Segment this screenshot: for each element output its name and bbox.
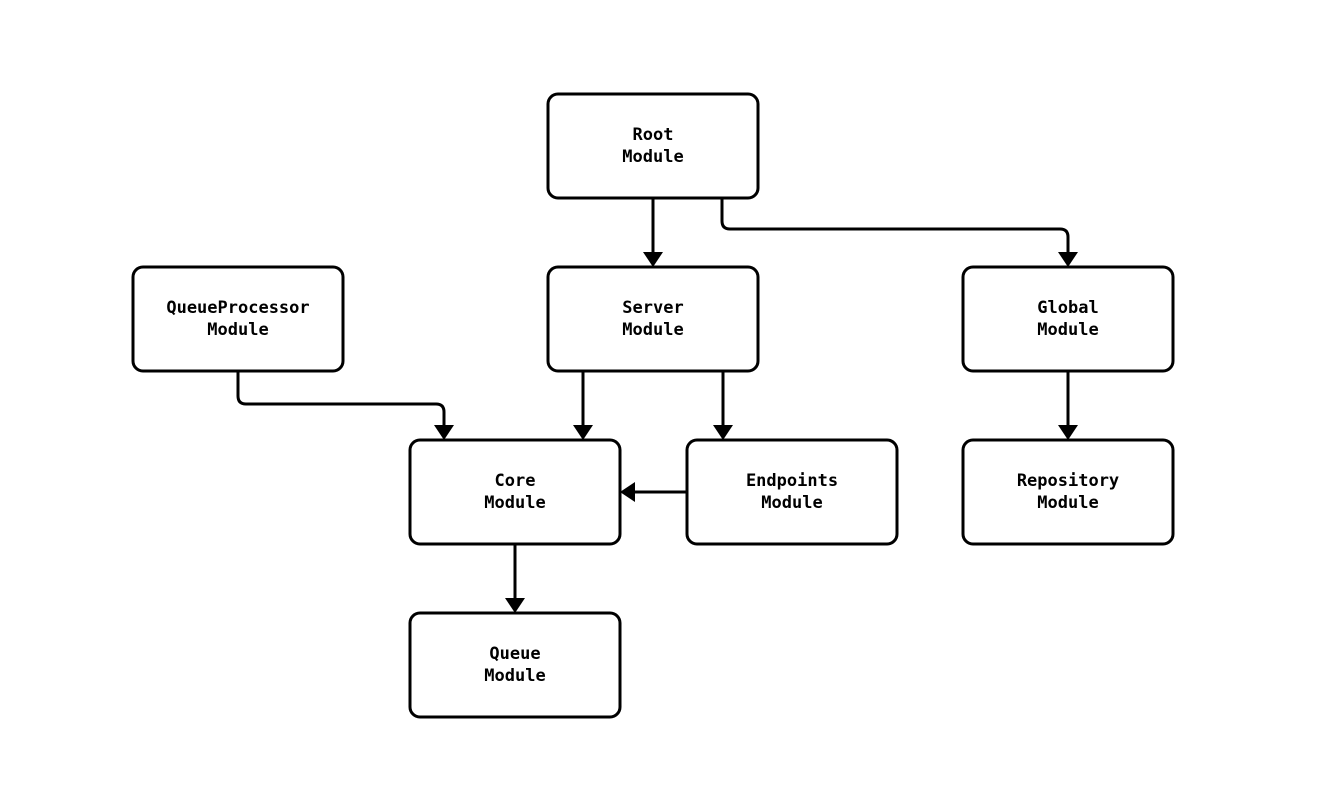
- repository-module-label-line2: Module: [1037, 493, 1098, 513]
- edge-core-to-queue-arrowhead-icon: [505, 598, 525, 613]
- queueprocessor-module-box[interactable]: [131, 265, 345, 373]
- repository-module-label-line1: Repository: [1017, 471, 1119, 491]
- edge-global-to-repository: [1058, 371, 1078, 440]
- edge-root-to-global: [720, 197, 1078, 267]
- core-module-label-line1: Core: [495, 471, 536, 491]
- edge-queueprocessor-to-core-line: [236, 371, 446, 425]
- queueprocessor-module-label-line1: QueueProcessor: [166, 298, 309, 318]
- edge-core-to-queue: [505, 543, 525, 613]
- global-module-label-line1: Global: [1037, 298, 1098, 318]
- queueprocessor-module-label-line2: Module: [207, 320, 268, 340]
- edge-queueprocessor-to-core-arrowhead-icon: [434, 425, 454, 440]
- queue-module-label-line1: Queue: [489, 644, 540, 664]
- root-module-box[interactable]: [546, 92, 760, 200]
- endpoints-module-box[interactable]: [685, 438, 899, 546]
- edge-root-to-global-line: [720, 197, 1070, 252]
- server-module-label-line2: Module: [622, 320, 683, 340]
- endpoints-module-label-line2: Module: [761, 493, 822, 513]
- queue-module-label-line2: Module: [484, 666, 545, 686]
- edge-root-to-global-arrowhead-icon: [1058, 252, 1078, 267]
- edge-queueprocessor-to-core: [236, 371, 454, 440]
- edges-layer: [236, 197, 1078, 613]
- edge-endpoints-to-core-arrowhead-icon: [620, 482, 635, 502]
- root-module-label-line1: Root: [633, 125, 674, 145]
- edge-endpoints-to-core: [620, 482, 687, 502]
- global-module-box[interactable]: [961, 265, 1175, 373]
- edge-server-to-core: [573, 371, 593, 440]
- core-module-box[interactable]: [408, 438, 622, 546]
- endpoints-module-label-line1: Endpoints: [746, 471, 838, 491]
- edge-global-to-repository-arrowhead-icon: [1058, 425, 1078, 440]
- core-module-label-line2: Module: [484, 493, 545, 513]
- server-module-box[interactable]: [546, 265, 760, 373]
- edge-root-to-server: [643, 197, 663, 267]
- edge-root-to-server-arrowhead-icon: [643, 252, 663, 267]
- edge-server-to-core-arrowhead-icon: [573, 425, 593, 440]
- edge-server-to-endpoints-arrowhead-icon: [713, 425, 733, 440]
- root-module-label-line2: Module: [622, 147, 683, 167]
- server-module-label-line1: Server: [622, 298, 683, 318]
- nodes-layer: RootModuleQueueProcessorModuleServerModu…: [131, 92, 1175, 719]
- repository-module-box[interactable]: [961, 438, 1175, 546]
- edge-server-to-endpoints: [713, 371, 733, 440]
- queue-module-box[interactable]: [408, 611, 622, 719]
- global-module-label-line2: Module: [1037, 320, 1098, 340]
